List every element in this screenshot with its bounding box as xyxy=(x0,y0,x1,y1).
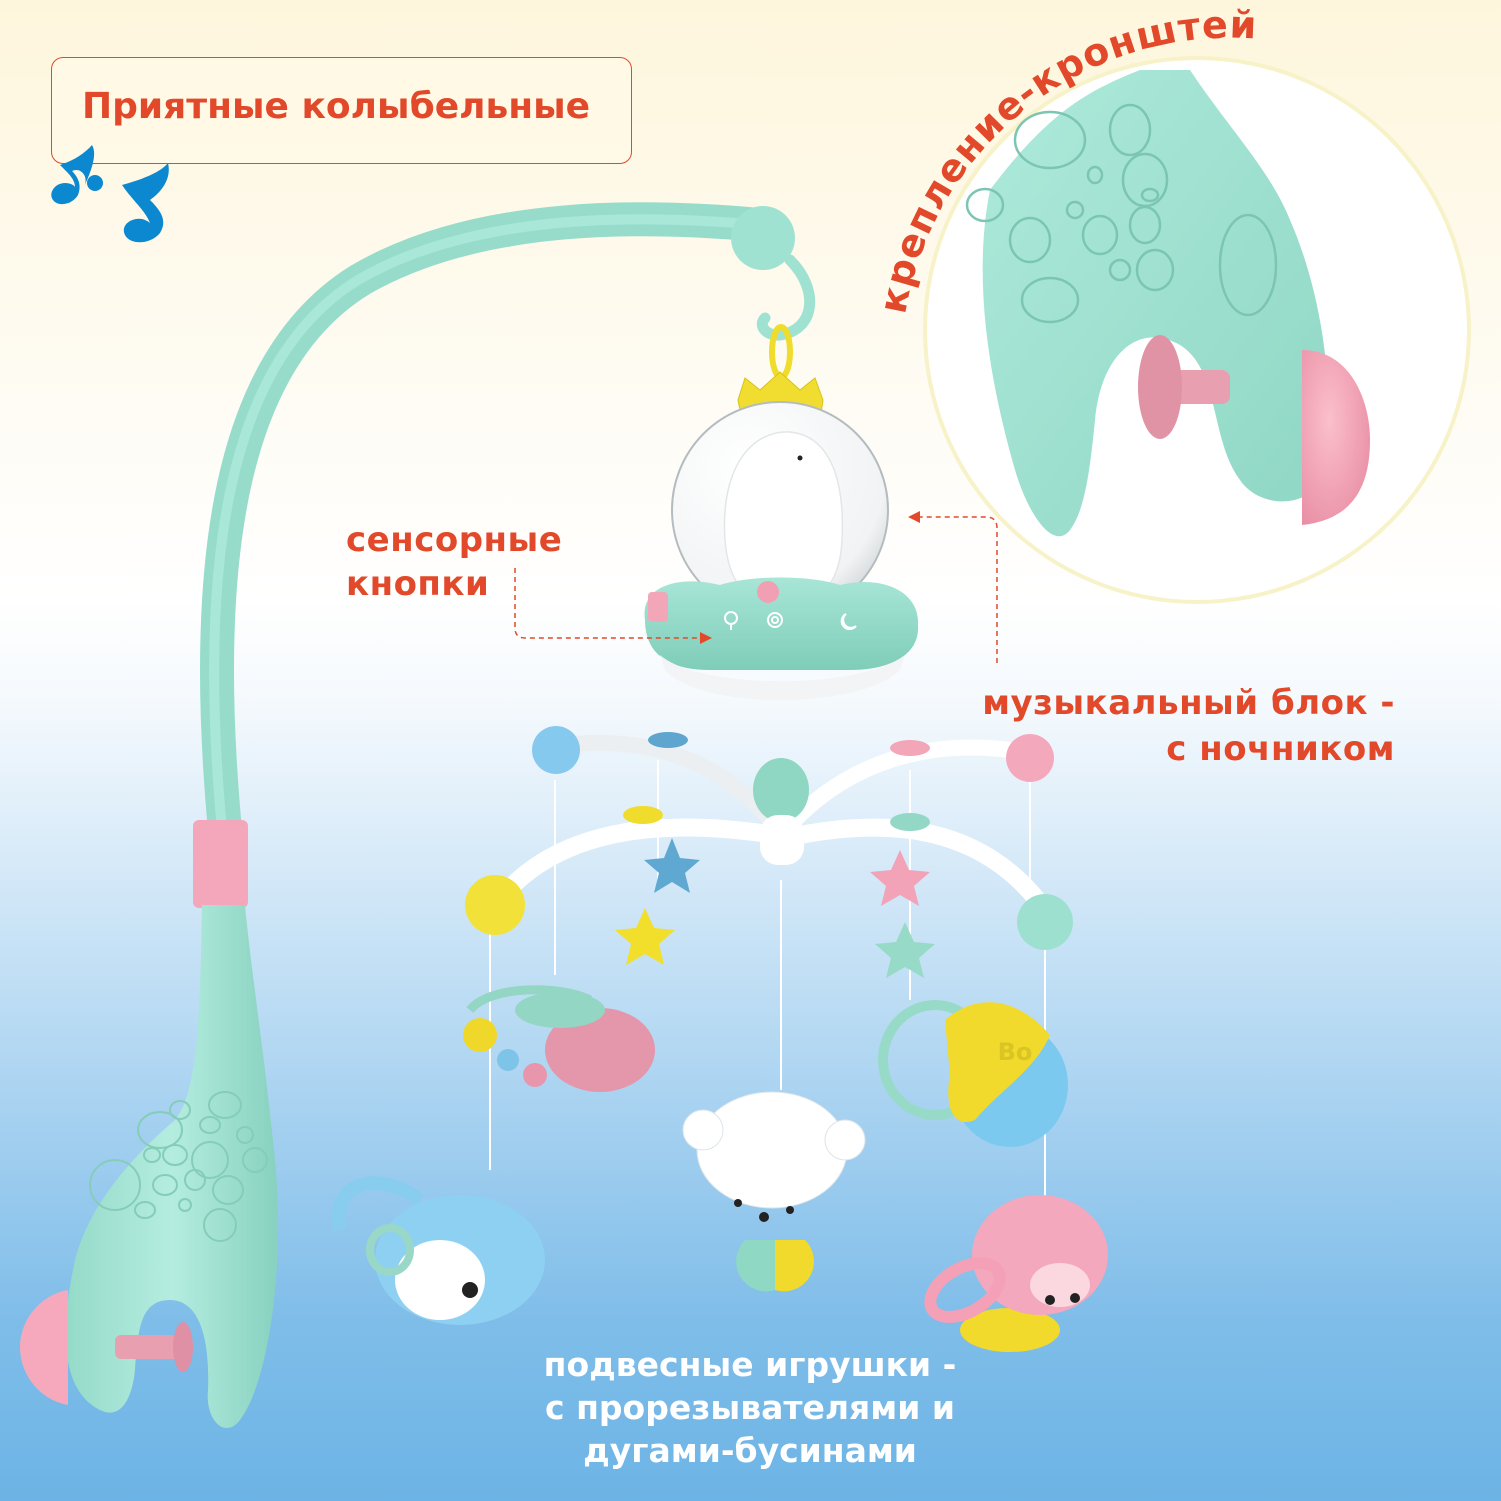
touch-buttons xyxy=(724,611,857,631)
toys-label-line-3: дугами-бусинами xyxy=(583,1431,917,1470)
sensor-label-line-2: кнопки xyxy=(346,564,490,604)
sensor-buttons-label: сенсорные кнопки xyxy=(346,518,562,606)
center-bell xyxy=(753,758,809,822)
arm-hub xyxy=(731,206,795,270)
giraffe-clamp xyxy=(65,905,279,1429)
pink-figurine xyxy=(757,581,779,603)
music-unit-label: музыкальный блок - с ночником xyxy=(982,680,1395,772)
moon-teether: Bo xyxy=(878,1000,1068,1147)
clamp-bubbles xyxy=(965,103,1278,324)
bracket-clamp-large xyxy=(965,70,1370,537)
giraffe-clamp-knob xyxy=(20,1290,68,1405)
hanging-toys-label: подвесные игрушки - с прорезывателями и … xyxy=(490,1343,1010,1472)
ball-mint xyxy=(1017,894,1073,950)
moon-icon[interactable] xyxy=(840,613,857,631)
hanging-stars xyxy=(615,838,935,978)
ball-pink xyxy=(1006,734,1054,782)
bulb-icon[interactable] xyxy=(724,611,738,630)
ball-yellow xyxy=(465,875,525,935)
raspberry-teether xyxy=(463,985,655,1092)
clamp-screw-head xyxy=(1138,335,1182,439)
penguin-toy xyxy=(331,1176,545,1325)
monkey-toy xyxy=(924,1195,1108,1352)
music-label-line-1: музыкальный блок - xyxy=(982,683,1395,723)
headline-text: Приятные колыбельные xyxy=(82,86,591,127)
toys-label-line-1: подвесные игрушки - xyxy=(543,1345,957,1384)
arm-back-left xyxy=(557,734,783,833)
teether-logo: Bo xyxy=(998,1038,1033,1066)
ball-blue xyxy=(532,726,580,774)
music-notes-icon xyxy=(51,145,169,243)
sensor-label-line-1: сенсорные xyxy=(346,520,563,560)
spiral-star-icon[interactable] xyxy=(767,612,783,628)
headline-box: Приятные колыбельные xyxy=(51,57,632,164)
toys-label-line-2: с прорезывателями и xyxy=(545,1388,955,1427)
arm-collar xyxy=(193,820,248,908)
arm-front-left xyxy=(486,818,784,914)
bear-rattle-toy xyxy=(682,1091,866,1292)
arm-front-right xyxy=(791,818,1054,919)
music-unit: ioio xyxy=(644,371,919,700)
arm-back-right xyxy=(782,739,1018,833)
clamp-knob xyxy=(1302,350,1370,525)
music-label-line-2: с ночником xyxy=(1166,729,1395,769)
clamp-body xyxy=(982,70,1329,537)
